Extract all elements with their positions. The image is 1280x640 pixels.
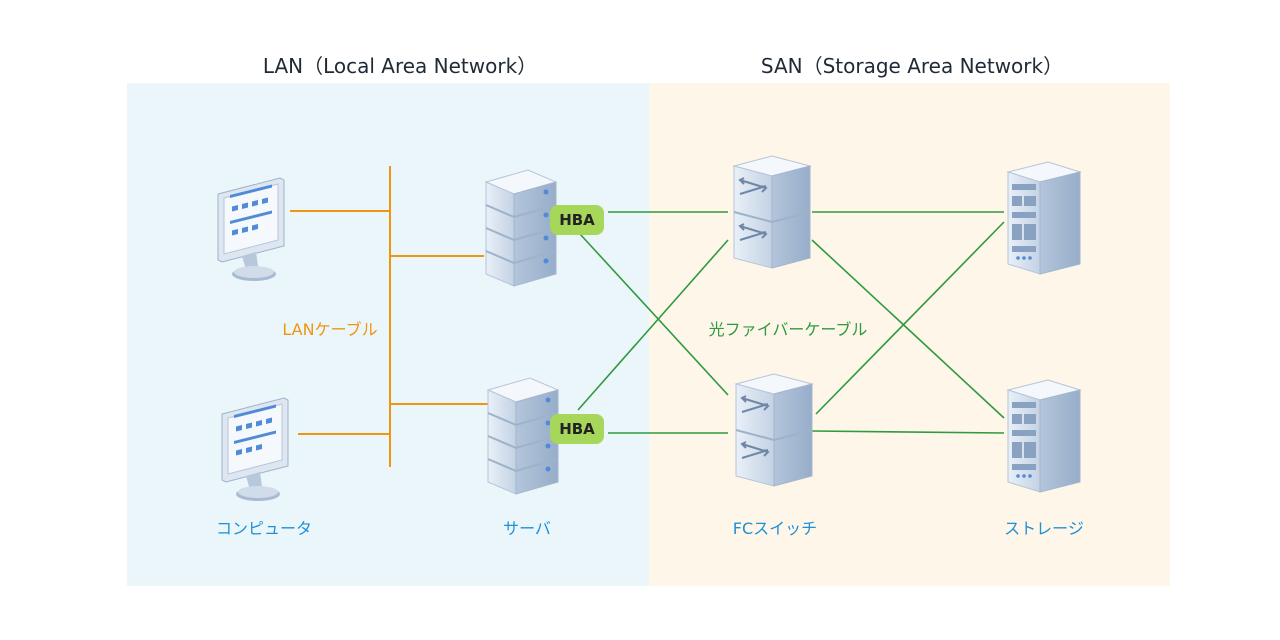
server-2-icon <box>487 377 559 495</box>
fiber-switch2-storage2 <box>811 430 1005 434</box>
lan-region <box>127 83 649 586</box>
hba-badge-bottom: HBA <box>550 414 604 444</box>
computer-label: コンピュータ <box>215 519 313 538</box>
fc-switch-2-icon <box>735 373 813 487</box>
fiber-cable-label: 光ファイバーケーブル <box>708 320 868 339</box>
computer-1-icon <box>217 177 285 282</box>
fiber-cables <box>577 211 1005 434</box>
san-section-title: SAN（Storage Area Network） <box>760 54 1064 78</box>
lan-cables <box>290 166 488 467</box>
storage-1-icon <box>1007 161 1081 275</box>
lan-cable-label: LANケーブル <box>282 320 378 339</box>
lan-section-title: LAN（Local Area Network） <box>262 54 538 78</box>
storage-2-icon <box>1007 379 1081 493</box>
fiber-switch1-storage2 <box>811 239 1005 419</box>
fc-switch-1-icon <box>733 155 811 269</box>
fiber-switch2-storage1 <box>815 221 1005 415</box>
storage-label: ストレージ <box>1004 519 1084 538</box>
fiber-server2-switch1 <box>577 239 729 411</box>
fiber-server1-switch2 <box>579 233 729 396</box>
computer-2-icon <box>221 397 289 502</box>
fc-switch-label: FCスイッチ <box>732 519 818 538</box>
hba-badge-top: HBA <box>550 205 604 235</box>
server-label: サーバ <box>503 519 551 538</box>
server-1-icon <box>485 169 557 287</box>
